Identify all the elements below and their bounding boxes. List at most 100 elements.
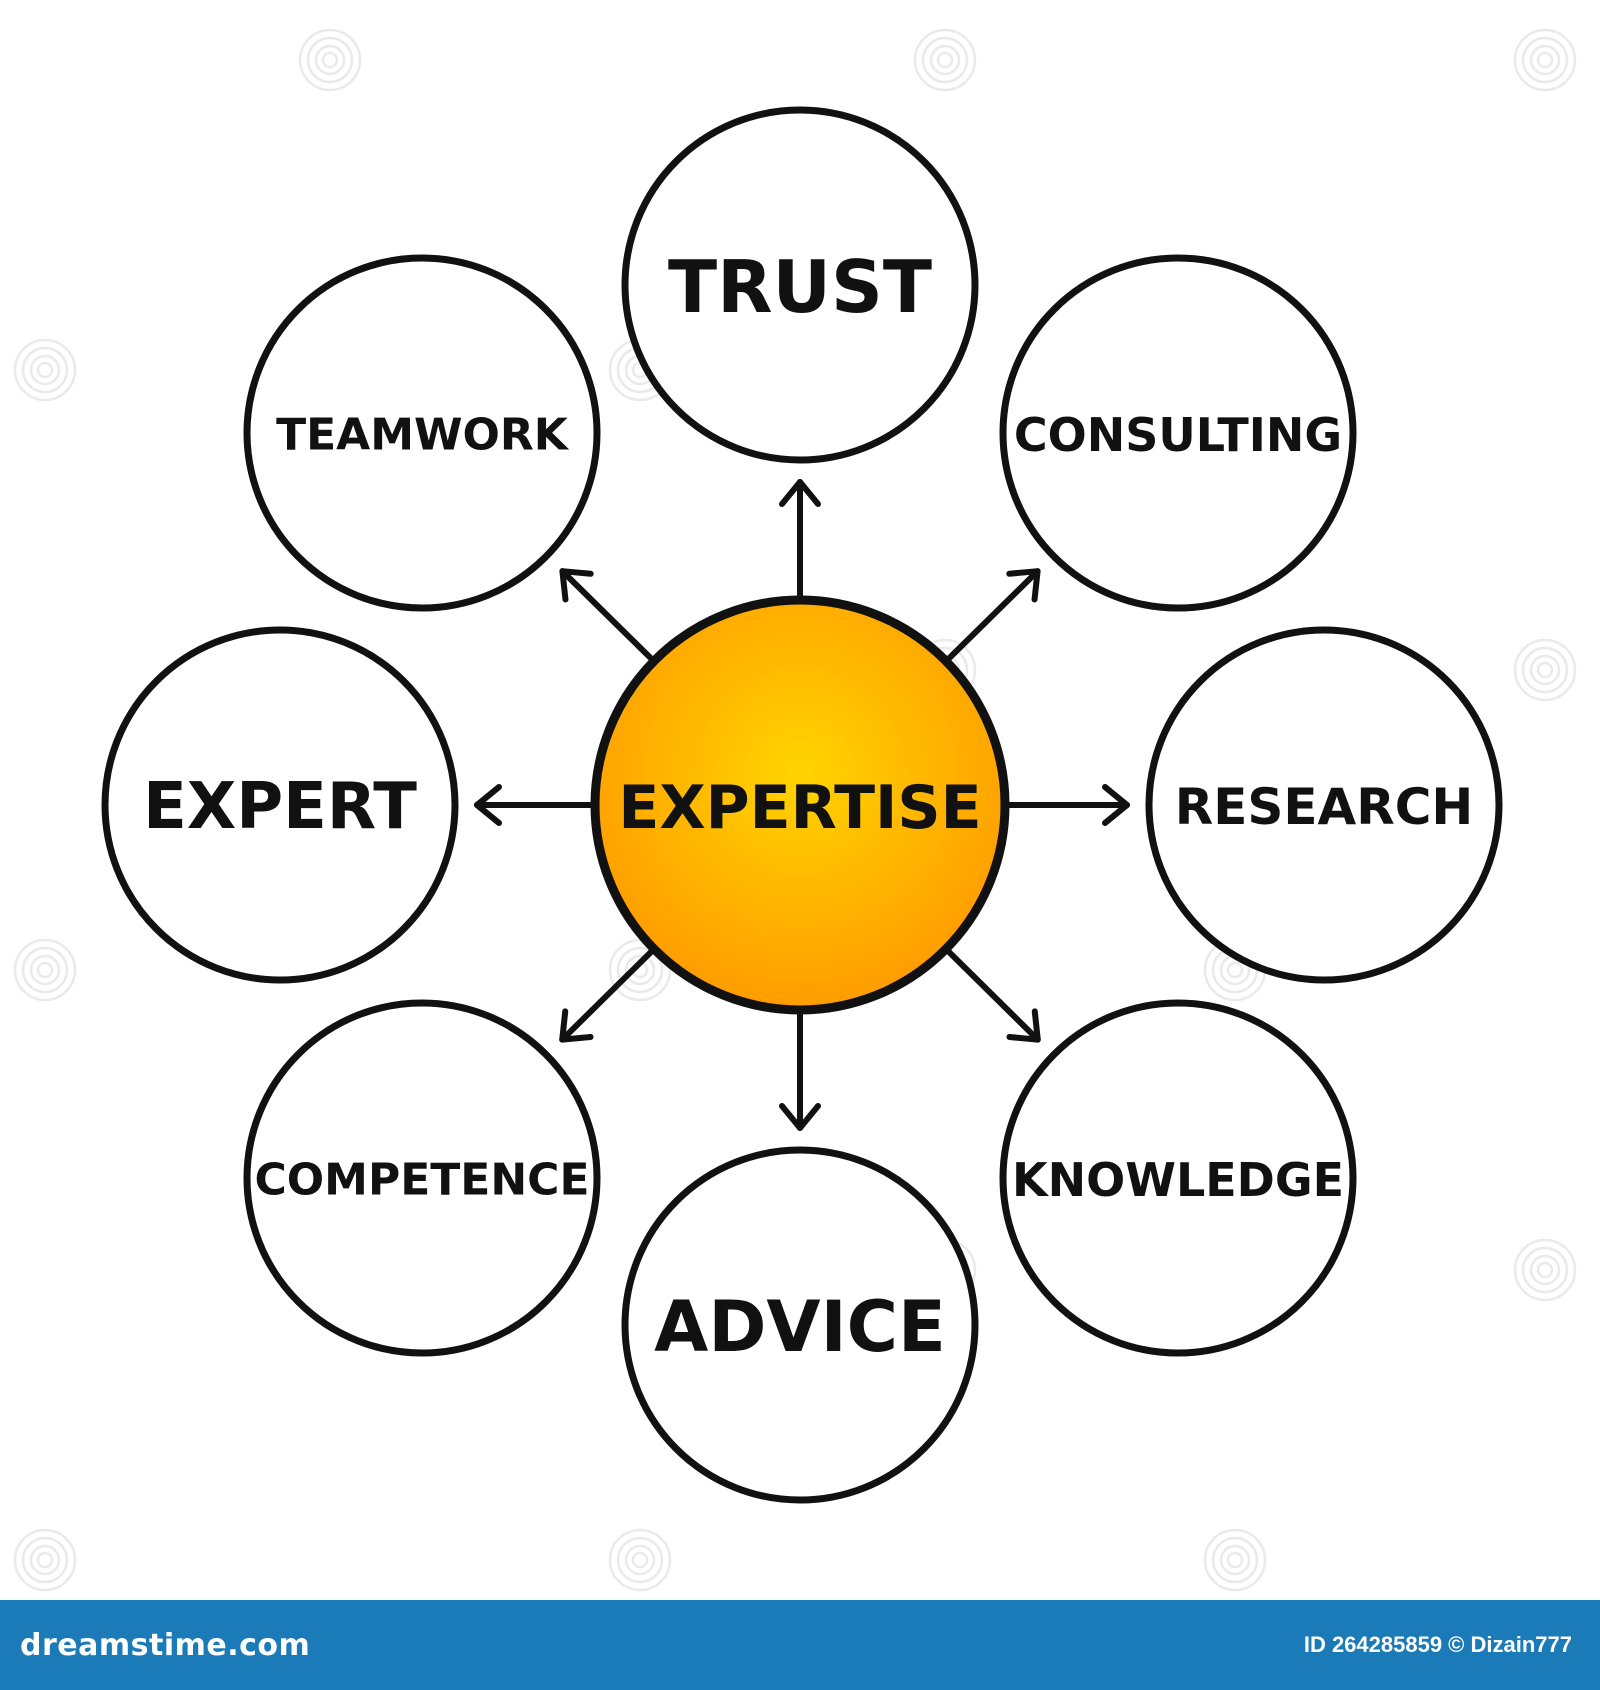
watermark-ring xyxy=(1211,1536,1259,1584)
node-advice-circle xyxy=(621,1146,979,1504)
node-consulting-circle xyxy=(999,254,1357,612)
arrow-head xyxy=(559,1008,594,1043)
center-node-label: EXPERTISE xyxy=(618,773,981,843)
watermark-ring xyxy=(616,1536,664,1584)
watermark-ring xyxy=(13,1528,77,1592)
watermark-ring xyxy=(1536,51,1554,69)
watermark-ring xyxy=(21,346,69,394)
watermark-ring xyxy=(1226,961,1244,979)
watermark-ring xyxy=(36,1551,54,1569)
watermark-ring xyxy=(1529,1254,1561,1286)
node-research-label: RESEARCH xyxy=(1175,778,1474,836)
watermark-spiral-icon xyxy=(1513,1238,1577,1302)
watermark-spiral-icon xyxy=(1513,28,1577,92)
image-credit: ID 264285859 © Dizain777 xyxy=(1303,1632,1572,1657)
watermark-ring xyxy=(314,44,346,76)
node-expert: EXPERT xyxy=(101,626,459,984)
watermark-ring xyxy=(1513,28,1577,92)
node-trust-circle xyxy=(621,106,979,464)
arrow-shaft xyxy=(945,948,1041,1043)
node-trust-label: TRUST xyxy=(668,245,932,329)
watermark-ring xyxy=(1536,1261,1554,1279)
watermark-ring xyxy=(616,946,664,994)
arrow-shaft xyxy=(559,568,655,662)
watermark-ring xyxy=(13,338,77,402)
watermark-ring xyxy=(936,51,954,69)
watermark-spiral-icon xyxy=(13,1528,77,1592)
watermark-ring xyxy=(624,1544,656,1576)
arrow-to-research xyxy=(1006,784,1130,826)
arrow-head xyxy=(1006,568,1041,603)
watermark-ring xyxy=(1226,1551,1244,1569)
watermark-ring xyxy=(29,354,61,386)
node-competence-circle xyxy=(243,999,601,1357)
watermark-ring xyxy=(1521,646,1569,694)
node-layer: TRUST CONSULTING RESEARCH KNOWLEDGE ADVICE CO… xyxy=(101,106,1503,1504)
watermark-ring xyxy=(21,1536,69,1584)
watermark-ring xyxy=(1203,1528,1267,1592)
node-knowledge-circle xyxy=(999,999,1357,1357)
arrow-to-competence xyxy=(559,948,655,1043)
node-research: RESEARCH xyxy=(1145,626,1503,984)
arrow-shaft xyxy=(945,568,1041,662)
node-competence-label: COMPETENCE xyxy=(254,1155,589,1206)
center-node: EXPERTISE xyxy=(590,595,1010,1015)
node-trust: TRUST xyxy=(621,106,979,464)
watermark-spiral-icon xyxy=(608,1528,672,1592)
watermark-ring xyxy=(1513,1238,1577,1302)
arrow-head xyxy=(1102,784,1130,826)
node-expert-label: EXPERT xyxy=(143,770,417,844)
arrow-head xyxy=(779,1103,821,1131)
node-research-circle xyxy=(1145,626,1503,984)
watermark-spiral-icon xyxy=(298,28,362,92)
arrow-head xyxy=(1006,1008,1041,1043)
watermark-ring xyxy=(929,44,961,76)
watermark-spiral-icon xyxy=(13,938,77,1002)
watermark-ring xyxy=(1521,1246,1569,1294)
watermark-ring xyxy=(298,28,362,92)
watermark-ring xyxy=(1521,36,1569,84)
watermark-spiral-icon xyxy=(13,338,77,402)
watermark-ring xyxy=(13,938,77,1002)
watermark-ring xyxy=(36,961,54,979)
node-consulting-label: CONSULTING xyxy=(1014,408,1342,462)
arrow-to-teamwork xyxy=(559,568,655,662)
watermark-ring xyxy=(1219,1544,1251,1576)
arrow-to-trust xyxy=(779,479,821,599)
mind-map-diagram: TRUST CONSULTING RESEARCH KNOWLEDGE ADVICE CO… xyxy=(13,28,1577,1592)
watermark-ring xyxy=(624,954,656,986)
watermark-spiral-icon xyxy=(913,28,977,92)
watermark-spiral-icon xyxy=(1203,1528,1267,1592)
watermark-ring xyxy=(1536,661,1554,679)
arrow-head xyxy=(559,568,594,603)
node-knowledge-label: KNOWLEDGE xyxy=(1012,1153,1344,1207)
node-teamwork-circle xyxy=(243,254,601,612)
footer-bar: dreamstime.com ID 264285859 © Dizain777 xyxy=(0,1600,1600,1690)
node-advice: ADVICE xyxy=(621,1146,979,1504)
watermark-ring xyxy=(29,1544,61,1576)
watermark-ring xyxy=(1529,654,1561,686)
watermark-ring xyxy=(306,36,354,84)
node-consulting: CONSULTING xyxy=(999,254,1357,612)
watermark-ring xyxy=(921,36,969,84)
arrow-to-expert xyxy=(474,784,594,826)
node-teamwork-label: TEAMWORK xyxy=(276,410,570,461)
node-knowledge: KNOWLEDGE xyxy=(999,999,1357,1357)
arrow-to-advice xyxy=(779,1011,821,1131)
arrow-to-knowledge xyxy=(945,948,1041,1043)
watermark-ring xyxy=(608,1528,672,1592)
watermark-ring xyxy=(1513,638,1577,702)
node-teamwork: TEAMWORK xyxy=(243,254,601,612)
arrow-head xyxy=(779,479,821,507)
arrow-shaft xyxy=(559,948,655,1043)
watermark-ring xyxy=(631,1551,649,1569)
watermark-ring xyxy=(1529,44,1561,76)
watermark-ring xyxy=(321,51,339,69)
arrow-head xyxy=(474,784,502,826)
arrow-to-consulting xyxy=(945,568,1041,662)
arrow-layer xyxy=(474,479,1130,1131)
watermark-spiral-icon xyxy=(1513,638,1577,702)
node-competence: COMPETENCE xyxy=(243,999,601,1357)
dreamstime-logo[interactable]: dreamstime.com xyxy=(20,1627,311,1663)
